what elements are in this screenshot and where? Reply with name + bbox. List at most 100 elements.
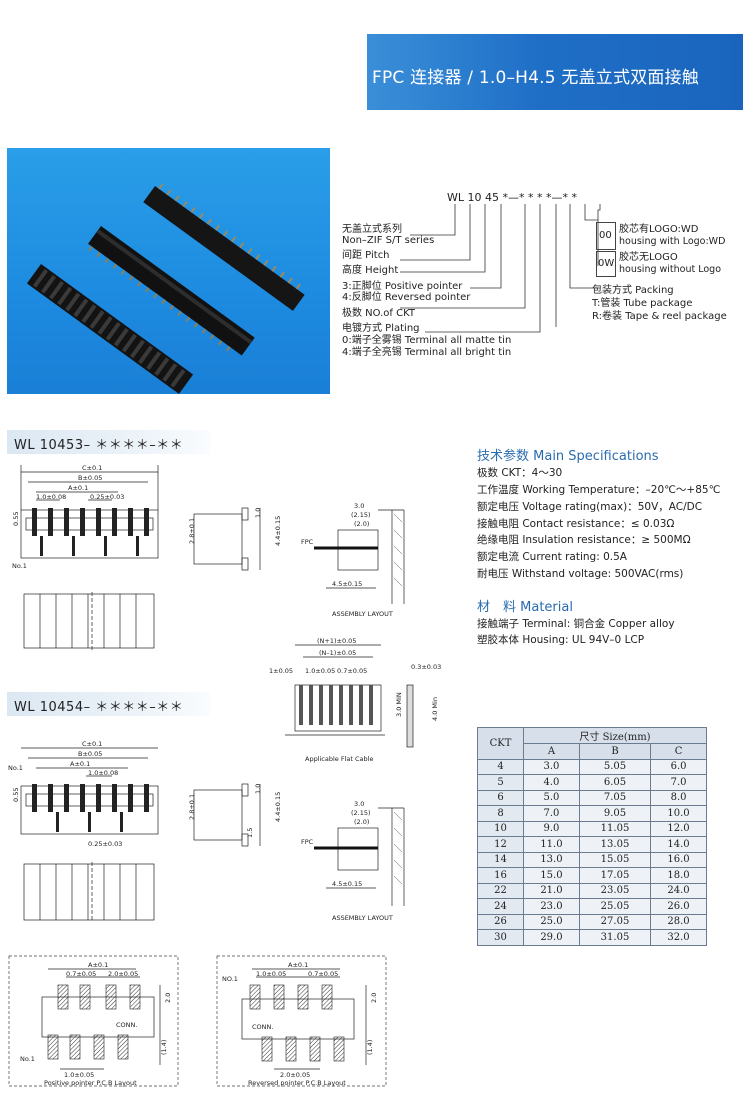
side-view-10453: 2.8±0.1 1.0 4.4±0.15 — [188, 507, 282, 571]
table-cell-ckt: 16 — [477, 867, 524, 884]
table-cell-size: 7.0 — [523, 805, 580, 822]
logo-0w-en: housing without Logo — [619, 264, 722, 275]
table-col-a: A — [523, 743, 580, 760]
table-cell-size: 12.0 — [650, 820, 707, 837]
bottom-view-10453 — [23, 592, 155, 650]
dim-a: A±0.1 — [68, 484, 88, 492]
table-cell-size: 14.0 — [650, 836, 707, 853]
pcb-no1: No.1 — [20, 1055, 35, 1063]
series-bar-10454 — [7, 692, 210, 716]
pcb-dim-07: 0.7±0.05 — [308, 970, 338, 978]
code-height: 高度 Height — [342, 265, 399, 276]
connector-photo-image — [26, 183, 305, 394]
spec-line: 额定电流 Current rating: 0.5A — [477, 551, 627, 563]
table-cell-ckt: 5 — [477, 774, 524, 791]
table-cell-size: 17.05 — [578, 867, 652, 884]
logo-code-00: 00 — [599, 230, 612, 241]
pcb-layout-reversed: NO.1 A±0.1 1.0±0.05 0.7±0.05 CONN. 2.0 (… — [216, 955, 387, 1087]
material-line: 塑胶本体 Housing: UL 94V–0 LCP — [477, 634, 645, 646]
table-cell-ckt: 22 — [477, 882, 524, 899]
table-cell-size: 26.0 — [650, 898, 707, 915]
table-cell-size: 32.0 — [650, 929, 707, 946]
table-cell-ckt: 10 — [477, 820, 524, 837]
table-cell-size: 25.0 — [523, 913, 580, 930]
table-cell-size: 6.0 — [650, 758, 707, 775]
code-packing: 包装方式 Packing — [592, 285, 674, 296]
table-header-ckt: CKT — [477, 727, 524, 760]
dim-no1: No.1 — [12, 562, 27, 570]
dim-t07: 0.7±0.05 — [337, 667, 367, 675]
pcb-dim-14: (1.4) — [366, 1040, 374, 1055]
pcb-dim-2: 2.0 — [164, 993, 172, 1003]
dim-d45: 4.5±0.15 — [332, 880, 362, 888]
dim-b: B±0.05 — [78, 474, 102, 482]
series-bar-10453 — [7, 430, 210, 454]
table-cell-size: 13.0 — [523, 851, 580, 868]
table-col-c: C — [650, 743, 707, 760]
logo-00-en: housing with Logo:WD — [619, 236, 726, 247]
dim-b: B±0.05 — [78, 750, 102, 758]
front-view-10454: C±0.1 B±0.05 A±0.1 1.0±0.08 No.1 0.55 0.… — [8, 740, 159, 848]
code-pitch: 间距 Pitch — [342, 250, 390, 261]
table-cell-ckt: 8 — [477, 805, 524, 822]
dim-a: A±0.1 — [70, 760, 90, 768]
code-series-en: Non–ZIF S/T series — [342, 235, 435, 246]
logo-code-box-0w — [596, 251, 616, 277]
dim-w025: 0.25±0.03 — [90, 493, 124, 501]
pcb-dim-14: (1.4) — [160, 1040, 168, 1055]
table-cell-size: 11.05 — [578, 820, 652, 837]
table-col-b: B — [578, 743, 652, 760]
table-header-size: 尺寸 Size(mm) — [523, 727, 707, 744]
table-cell-size: 11.0 — [523, 836, 580, 853]
table-cell-size: 29.0 — [523, 929, 580, 946]
pcb-dim-10: 1.0±0.05 — [64, 1071, 94, 1079]
dim-t10: 1.0±0.05 — [305, 667, 335, 675]
code-pointer3: 3:正脚位 Positive pointer — [342, 281, 463, 292]
dim-d30: 3.0 — [354, 800, 364, 808]
pcb-dim-10: 1.0±0.05 — [256, 970, 286, 978]
table-cell-size: 23.05 — [578, 882, 652, 899]
pcb-conn: CONN. — [116, 1021, 137, 1029]
logo-0w-cn: 胶芯无LOGO — [619, 252, 678, 263]
caption-flat-cable: Applicable Flat Cable — [305, 755, 373, 763]
dim-d215: (2.15) — [351, 511, 371, 519]
dim-no1: No.1 — [8, 764, 23, 772]
side-view-10454: 2.8±0.1 1.0 1.5 4.4±0.15 — [188, 783, 282, 847]
bottom-view-10454 — [23, 862, 155, 922]
table-cell-size: 9.05 — [578, 805, 652, 822]
table-cell-size: 31.05 — [578, 929, 652, 946]
assembly-layout-10454: 3.0 (2.15) (2.0) FPC 4.5±0.15 ASSEMBLY L… — [301, 800, 405, 922]
table-cell-size: 24.0 — [650, 882, 707, 899]
pcb-dim-07: 0.7±0.05 — [66, 970, 96, 978]
dim-d20: (2.0) — [354, 818, 369, 826]
dim-c: C±0.1 — [82, 464, 102, 472]
table-cell-size: 9.0 — [523, 820, 580, 837]
dim-t40min: 4.0 Min — [431, 697, 439, 721]
front-view-10453: C±0.1 B±0.05 A±0.1 1.0±0.08 0.25±0.03 0.… — [12, 464, 159, 570]
dim-h15: 1.5 — [246, 828, 254, 838]
code-pack-r: R:卷装 Tape & reel package — [592, 311, 727, 322]
dim-c: C±0.1 — [82, 740, 102, 748]
material-line: 接触端子 Terminal: 铜合金 Copper alloy — [477, 618, 675, 630]
code-series-cn: 无盖立式系列 — [342, 224, 402, 235]
dim-h44: 4.4±0.15 — [274, 516, 282, 546]
table-cell-size: 3.0 — [523, 758, 580, 775]
spec-line: 额定电压 Voltage rating(max)：50V，AC/DC — [477, 501, 703, 513]
pcb-dim-20: 2.0±0.05 — [108, 970, 138, 978]
code-ckt: 极数 NO.of CKT — [342, 308, 415, 319]
assembly-layout-10453: 3.0 (2.15) (2.0) FPC 4.5±0.15 ASSEMBLY L… — [301, 502, 405, 618]
table-cell-size: 4.0 — [523, 774, 580, 791]
banner-title: FPC 连接器 / 1.0–H4.5 无盖立式双面接触 — [372, 68, 699, 88]
spec-line: 极数 CKT：4～30 — [477, 467, 563, 479]
table-cell-size: 8.0 — [650, 789, 707, 806]
dim-h28: 2.8±0.1 — [188, 518, 196, 544]
table-cell-size: 5.0 — [523, 789, 580, 806]
logo-code-box-00 — [596, 222, 616, 250]
